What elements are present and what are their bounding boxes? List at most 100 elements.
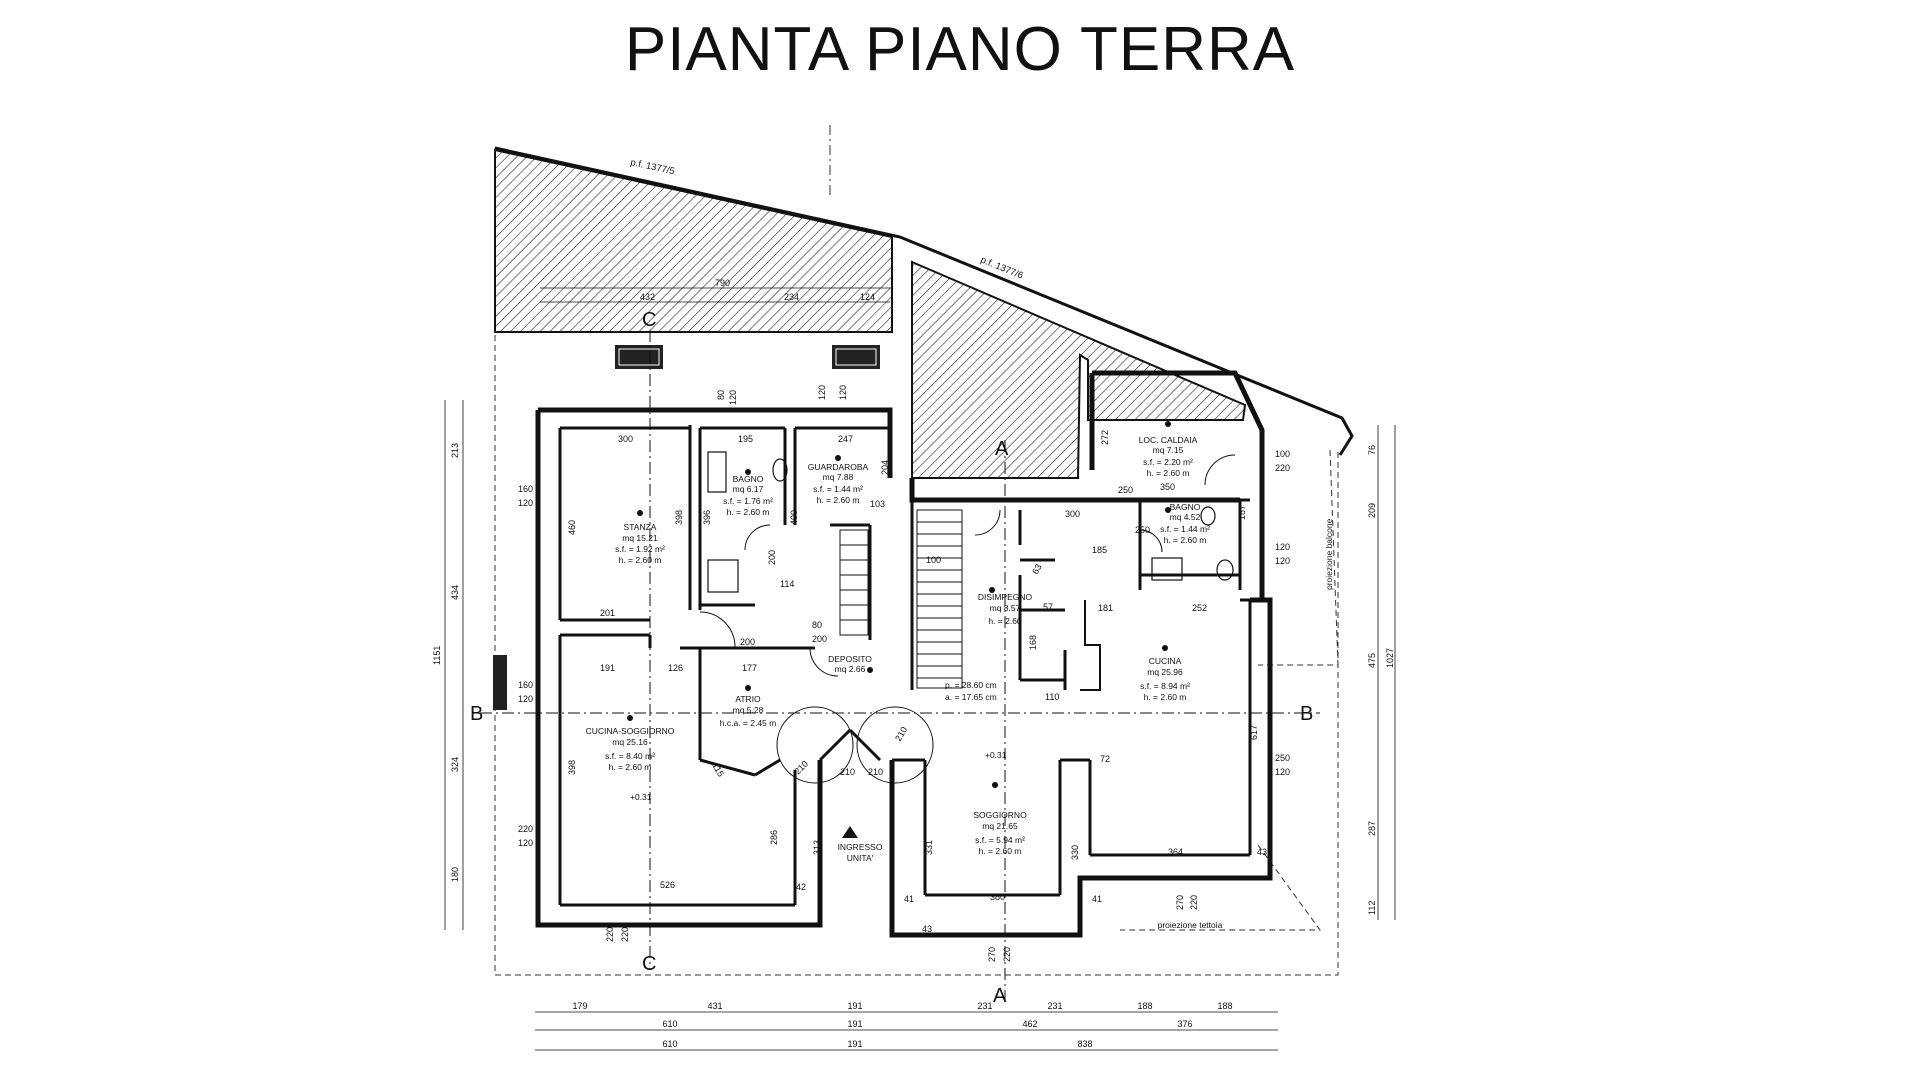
svg-text:191: 191 (600, 663, 615, 673)
svg-text:s.f. = 1.44 m²: s.f. = 1.44 m² (1160, 524, 1210, 534)
dim-bottom-6: 188 (1137, 1001, 1152, 1011)
svg-text:mq 25.96: mq 25.96 (1147, 667, 1183, 677)
svg-text:204: 204 (880, 460, 890, 475)
section-a-top: A (995, 438, 1009, 460)
svg-text:380: 380 (990, 892, 1005, 902)
svg-text:185: 185 (1092, 545, 1107, 555)
svg-text:313: 313 (812, 840, 822, 855)
svg-text:h. = 2.60 m: h. = 2.60 m (1144, 692, 1187, 702)
svg-text:200: 200 (740, 637, 755, 647)
drawing-title: PIANTA PIANO TERRA (624, 15, 1296, 84)
section-c-bottom: C (642, 953, 656, 975)
staircase (839, 509, 963, 689)
svg-text:120: 120 (1275, 556, 1290, 566)
room-bagno-1: BAGNO mq 6.17 s.f. = 1.76 m² h. = 2.60 m (723, 469, 773, 517)
svg-text:mq 2.66: mq 2.66 (835, 664, 866, 674)
dim-bottom-3: 191 (847, 1001, 862, 1011)
svg-text:100: 100 (1275, 449, 1290, 459)
svg-text:mq 4.52: mq 4.52 (1170, 512, 1201, 522)
svg-text:177: 177 (742, 663, 757, 673)
dim-bottom-12: 610 (662, 1039, 677, 1049)
svg-text:286: 286 (769, 830, 779, 845)
svg-text:250: 250 (1275, 753, 1290, 763)
svg-text:h. = 2.60 m: h. = 2.60 m (619, 555, 662, 565)
right-dimension-chain (1377, 425, 1396, 920)
svg-text:250: 250 (1135, 525, 1150, 535)
dim-left-a: 213 (450, 443, 460, 458)
svg-text:h. = 2.60 m: h. = 2.60 m (979, 846, 1022, 856)
svg-text:s.f. = 8.40 m²: s.f. = 8.40 m² (605, 751, 655, 761)
room-loc-caldaia: LOC. CALDAIA mq 7.15 s.f. = 2.20 m² h. =… (1139, 421, 1198, 478)
svg-text:h. = 2.60: h. = 2.60 (988, 616, 1022, 626)
svg-text:181: 181 (1098, 603, 1113, 613)
svg-text:120: 120 (838, 385, 848, 400)
dim-bottom-13: 191 (847, 1039, 862, 1049)
room-disimpegno: DISIMPEGNO mq 8.57 h. = 2.60 (978, 587, 1033, 626)
svg-text:h. = 2.60 m: h. = 2.60 m (817, 495, 860, 505)
svg-text:250: 250 (1118, 485, 1133, 495)
svg-text:201: 201 (600, 608, 615, 618)
svg-text:41: 41 (1092, 894, 1102, 904)
svg-text:300: 300 (1065, 509, 1080, 519)
dim-bottom-2: 431 (707, 1001, 722, 1011)
svg-text:168: 168 (1028, 635, 1038, 650)
svg-text:80: 80 (812, 620, 822, 630)
svg-text:CUCINA: CUCINA (1149, 656, 1182, 666)
svg-text:120: 120 (1275, 767, 1290, 777)
svg-text:187: 187 (1237, 505, 1247, 520)
svg-text:120: 120 (1275, 542, 1290, 552)
section-c-top: C (642, 309, 656, 331)
svg-text:126: 126 (668, 663, 683, 673)
svg-text:43: 43 (922, 924, 932, 934)
svg-text:s.f. = 8.94 m²: s.f. = 8.94 m² (1140, 681, 1190, 691)
svg-text:SOGGIORNO: SOGGIORNO (973, 810, 1027, 820)
balcony-projection (1258, 449, 1339, 666)
svg-text:s.f. = 1.92 m²: s.f. = 1.92 m² (615, 544, 665, 554)
svg-text:43: 43 (1257, 847, 1267, 857)
dim-bottom-11: 376 (1177, 1019, 1192, 1029)
section-lines (480, 330, 1320, 1005)
svg-text:460: 460 (567, 520, 577, 535)
svg-text:400: 400 (789, 510, 799, 525)
svg-text:526: 526 (660, 880, 675, 890)
svg-text:331: 331 (924, 840, 934, 855)
svg-text:80: 80 (716, 390, 726, 400)
svg-text:mq 21.65: mq 21.65 (982, 821, 1018, 831)
svg-text:s.f. = 1.76 m²: s.f. = 1.76 m² (723, 496, 773, 506)
svg-text:160: 160 (518, 680, 533, 690)
svg-text:BAGNO: BAGNO (1170, 502, 1201, 512)
svg-text:103: 103 (870, 499, 885, 509)
svg-text:195: 195 (738, 434, 753, 444)
svg-text:220: 220 (518, 824, 533, 834)
dim-top-a: 432 (640, 292, 655, 302)
svg-text:s.f. = 5.94 m²: s.f. = 5.94 m² (975, 835, 1025, 845)
svg-text:300: 300 (618, 434, 633, 444)
svg-text:252: 252 (1192, 603, 1207, 613)
svg-text:120: 120 (728, 390, 738, 405)
dim-top-total: 790 (715, 278, 730, 288)
svg-text:DISIMPEGNO: DISIMPEGNO (978, 592, 1033, 602)
room-stanza: STANZA mq 15.21 s.f. = 1.92 m² h. = 2.60… (615, 510, 665, 565)
svg-text:h. = 2.60 m: h. = 2.60 m (1147, 468, 1190, 478)
level-marker-1: +0.31 (630, 792, 652, 802)
interior-walls (558, 425, 1270, 907)
svg-text:160: 160 (518, 484, 533, 494)
svg-text:41: 41 (904, 894, 914, 904)
dim-top-b: 234 (784, 292, 799, 302)
section-b-left: B (470, 703, 483, 725)
svg-text:120: 120 (518, 838, 533, 848)
svg-text:210: 210 (868, 767, 883, 777)
svg-text:100: 100 (926, 555, 941, 565)
entrance-arrow-icon (842, 826, 858, 838)
svg-text:220: 220 (1189, 895, 1199, 910)
svg-text:STANZA: STANZA (624, 522, 657, 532)
room-deposito: DEPOSITO mq 2.66 (828, 654, 873, 674)
dim-bottom-5: 231 (1047, 1001, 1062, 1011)
svg-text:120: 120 (518, 498, 533, 508)
dim-bottom-1: 179 (572, 1001, 587, 1011)
svg-text:398: 398 (567, 760, 577, 775)
svg-text:63: 63 (1030, 562, 1044, 576)
section-a-bottom: A (993, 985, 1007, 1007)
svg-text:220: 220 (1002, 947, 1012, 962)
room-soggiorno: SOGGIORNO mq 21.65 s.f. = 5.94 m² h. = 2… (973, 782, 1027, 856)
